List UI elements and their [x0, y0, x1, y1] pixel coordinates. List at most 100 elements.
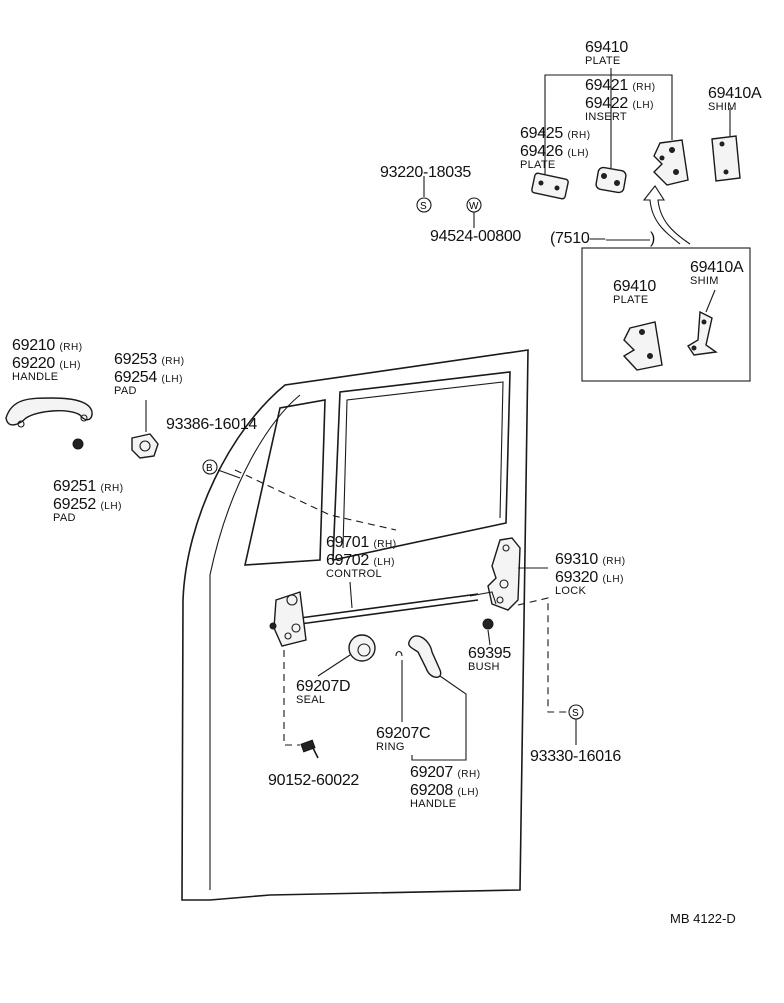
- side-tag: (LH): [373, 557, 395, 568]
- side-tag: (RH): [602, 556, 626, 567]
- part-code: 69207D: [296, 678, 351, 695]
- label-93386: 93386-16014: [166, 416, 258, 433]
- label-69410A-box: 69410A SHIM: [690, 260, 744, 287]
- side-tag: (LH): [567, 148, 589, 159]
- control-bracket-part: [269, 591, 307, 647]
- side-tag: (RH): [457, 769, 481, 780]
- part-code: 69426: [520, 143, 563, 160]
- handle-bracket: [411, 675, 467, 761]
- label-69410-box: 69410 PLATE: [613, 279, 656, 306]
- label-69207: 69207 (RH): [410, 765, 481, 781]
- pointer-arrow: [642, 185, 691, 245]
- part-name: SHIM: [708, 101, 737, 113]
- inside-handle-69207-part: [395, 635, 442, 722]
- plate-69425-part: [531, 172, 569, 200]
- label-69251: 69251 (RH): [53, 479, 124, 495]
- drawing-number: MB 4122-D: [670, 911, 736, 926]
- label-69254: 69254 (LH) PAD: [114, 370, 183, 397]
- part-code: 69410: [585, 39, 628, 56]
- label-93220: 93220-18035: [380, 164, 472, 181]
- pad-69253-part: [131, 400, 159, 459]
- part-code: 69702: [326, 552, 369, 569]
- screw-90152-part: [300, 739, 319, 759]
- label-7510-close: ): [650, 230, 656, 247]
- label-69426: 69426 (LH) PLATE: [520, 144, 589, 171]
- part-code: 69410: [613, 278, 656, 295]
- bolt-B-dash: [234, 469, 397, 531]
- label-69207D: 69207D SEAL: [296, 678, 351, 706]
- control-rod-69701-part: [299, 593, 479, 625]
- side-tag: (LH): [457, 787, 479, 798]
- bracket-69410: [544, 74, 673, 140]
- assist-handle-69210-part: [5, 397, 93, 428]
- insert-69421-part: [595, 166, 627, 194]
- kit-7510-box: [581, 247, 751, 382]
- seal-69207D-part: [317, 634, 376, 677]
- circle-S-93220: S: [416, 197, 432, 213]
- part-name: HANDLE: [12, 371, 59, 383]
- part-name: LOCK: [555, 585, 587, 597]
- label-69395: 69395 BUSH: [468, 646, 511, 673]
- side-tag: (RH): [161, 356, 185, 367]
- side-tag: (LH): [59, 360, 81, 371]
- label-69310: 69310 (RH): [555, 552, 626, 568]
- label-69208: 69208 (LH) HANDLE: [410, 783, 479, 810]
- part-code: 69252: [53, 496, 96, 513]
- label-69252: 69252 (LH) PAD: [53, 497, 122, 524]
- label-69320: 69320 (LH) LOCK: [555, 570, 624, 597]
- door-lock-69310-part: [469, 537, 521, 611]
- side-tag: (LH): [100, 501, 122, 512]
- label-90152: 90152-60022: [268, 772, 360, 789]
- side-tag: (RH): [59, 342, 83, 353]
- side-tag: (RH): [100, 483, 124, 494]
- part-name: PLATE: [613, 294, 649, 306]
- pad-69251-part: [72, 438, 84, 450]
- part-code: 69425: [520, 125, 563, 142]
- part-code: 69422: [585, 95, 628, 112]
- part-name: INSERT: [585, 111, 627, 123]
- side-tag: (RH): [632, 82, 656, 93]
- svg-text:B: B: [206, 463, 213, 474]
- side-tag: (LH): [161, 374, 183, 385]
- shim-69410A-top-part: [711, 108, 741, 182]
- part-code: 69253: [114, 351, 157, 368]
- part-code: 69207: [410, 764, 453, 781]
- label-69207C: 69207C RING: [376, 726, 431, 753]
- label-69410A-top: 69410A SHIM: [708, 85, 762, 113]
- svg-text:S: S: [572, 708, 579, 719]
- label-69210: 69210 (RH): [12, 338, 83, 354]
- label-93330: 93330-16016: [530, 748, 622, 765]
- part-name: BUSH: [468, 661, 500, 673]
- part-code: 69220: [12, 355, 55, 372]
- part-code: 69701: [326, 534, 369, 551]
- part-name: SEAL: [296, 694, 326, 706]
- label-69220: 69220 (LH) HANDLE: [12, 356, 81, 383]
- side-tag: (LH): [632, 100, 654, 111]
- circle-B-93386: B: [202, 459, 218, 475]
- svg-text:S: S: [420, 201, 427, 212]
- part-code: 69421: [585, 77, 628, 94]
- plate-69410-box-part: [622, 321, 663, 371]
- part-code: 69320: [555, 569, 598, 586]
- part-name: PLATE: [520, 159, 556, 171]
- part-name: PAD: [114, 385, 137, 397]
- window-frame-front: [243, 399, 326, 566]
- label-69410-top: 69410 PLATE: [585, 40, 628, 67]
- part-code: 69310: [555, 551, 598, 568]
- plate-69410-top-part: [653, 139, 689, 186]
- bush-69395-part: [482, 618, 494, 646]
- window-frame-main: [332, 371, 511, 561]
- label-7510: (7510—: [550, 230, 606, 247]
- shim-69410A-box-part: [687, 289, 718, 356]
- side-tag: (LH): [602, 574, 624, 585]
- part-code: 69410A: [708, 85, 762, 102]
- part-name: HANDLE: [410, 798, 457, 810]
- label-69422: 69422 (LH) INSERT: [585, 96, 654, 123]
- part-name: PLATE: [585, 55, 621, 67]
- label-69253: 69253 (RH): [114, 352, 185, 368]
- label-94524: 94524-00800: [430, 228, 522, 245]
- part-code: 69208: [410, 782, 453, 799]
- part-code: 69254: [114, 369, 157, 386]
